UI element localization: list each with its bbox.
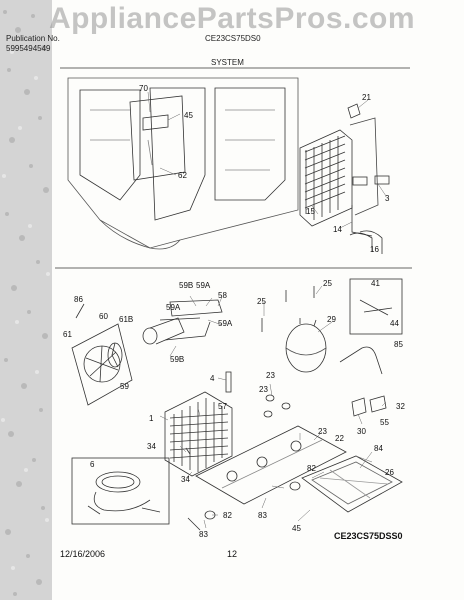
callout-label: 4	[210, 374, 215, 383]
callout-label: 59	[120, 382, 129, 391]
overload-relay	[351, 395, 387, 417]
callout-label: 26	[385, 468, 394, 477]
callout-label: 70	[139, 84, 148, 93]
callout-label: 59A	[218, 319, 233, 328]
fan-blade	[107, 342, 123, 368]
fan-motor	[142, 317, 185, 345]
callout-label: 44	[390, 319, 399, 328]
callout-label: 29	[327, 315, 336, 324]
motor-bracket	[159, 299, 223, 341]
callout-label: 55	[380, 418, 389, 427]
callout-label: 86	[74, 295, 83, 304]
callout-label: 25	[257, 297, 266, 306]
publication-date: 12/16/2006	[60, 549, 106, 559]
wire-harness-inset	[71, 457, 170, 525]
watermark: AppliancePartsPros.com	[48, 2, 416, 35]
callout-label: 58	[218, 291, 227, 300]
callout-label: 34	[181, 475, 190, 484]
callout-label: 59B	[170, 355, 184, 364]
callout-label: 15	[306, 207, 315, 216]
callout-label: 59A	[196, 281, 211, 290]
relay-kit-box	[349, 278, 403, 335]
callout-label: 83	[199, 530, 208, 539]
callout-label: 59A	[166, 303, 181, 312]
process-tube	[225, 371, 232, 393]
callout-label: 30	[357, 427, 366, 436]
model-number: CE23CS75DS0	[205, 34, 261, 43]
callout-label: 84	[374, 444, 383, 453]
drain-pan	[301, 455, 403, 513]
condenser-fan-shroud	[71, 323, 133, 406]
callout-label: 61B	[119, 315, 133, 324]
model-code: CE23CS75DSS0	[334, 531, 403, 541]
callout-label: 41	[371, 279, 380, 288]
section-title: SYSTEM	[211, 58, 244, 67]
publication-number: 5995494549	[6, 44, 51, 53]
compressor	[285, 318, 327, 373]
callout-label: 32	[396, 402, 405, 411]
evaporator-cover	[129, 95, 186, 181]
leader-lines	[147, 91, 387, 529]
base-plate	[195, 425, 347, 505]
condenser-coil	[164, 391, 233, 477]
callout-label: 61	[63, 330, 72, 339]
refrigerator-cabinet	[67, 77, 299, 250]
callout-label: 60	[99, 312, 108, 321]
screws	[75, 286, 315, 531]
callout-label: 25	[323, 279, 332, 288]
callout-label: 34	[147, 442, 156, 451]
callout-label: 62	[178, 171, 187, 180]
callout-label: 45	[184, 111, 193, 120]
callout-label: 23	[266, 371, 275, 380]
callout-label: 23	[318, 427, 327, 436]
callout-label: 6	[90, 460, 95, 469]
callout-label: 3	[385, 194, 390, 203]
grommets	[204, 394, 301, 520]
callout-label: 57	[218, 402, 227, 411]
callout-labels: 70 45 62 21 15 3 14 16 86 59B 59A 58 25 …	[63, 84, 405, 539]
callout-label: 16	[370, 245, 379, 254]
drain-tubes	[349, 230, 383, 254]
callout-label: 59B	[179, 281, 193, 290]
callout-label: 1	[149, 414, 154, 423]
callout-label: 22	[335, 434, 344, 443]
bracket-parts	[347, 103, 390, 186]
callout-label: 21	[362, 93, 371, 102]
callout-label: 45	[292, 524, 301, 533]
callout-label: 85	[394, 340, 403, 349]
callout-label: 23	[259, 385, 268, 394]
page-number: 12	[227, 549, 238, 559]
callout-label: 14	[333, 225, 342, 234]
callout-label: 82	[223, 511, 232, 520]
callout-label: 82	[307, 464, 316, 473]
callout-label: 83	[258, 511, 267, 520]
publication-label: Publication No.	[6, 34, 60, 43]
grey-texture-strip	[0, 0, 52, 600]
discharge-tube	[339, 346, 383, 375]
